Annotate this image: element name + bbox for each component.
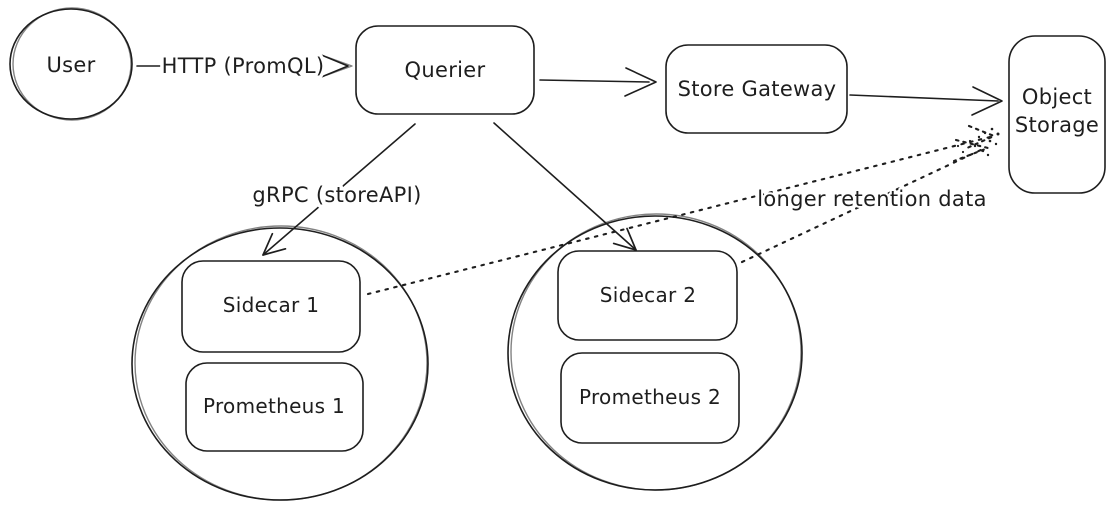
object-storage-box [1008,35,1106,194]
gateway-storage-arrowhead-icon [971,86,1003,116]
user-circle [9,8,133,120]
querier-gateway-arrowhead-icon [624,67,657,97]
querier-box [355,25,535,115]
dotted-arrowhead-scatter [956,127,1000,157]
prometheus2-label: Prometheus 2 [579,385,721,409]
object-storage-label-line1: Object [1022,85,1092,109]
http-edge-label: HTTP (PromQL) [162,54,325,78]
cluster1-group: Sidecar 1 Prometheus 1 [131,225,429,501]
sidecar1-storage-dotted-arrowhead-icon [965,124,997,150]
edge-querier-to-store-gateway [539,67,657,97]
querier-label: Querier [405,58,486,82]
edge-sidecar1-to-object-storage [366,124,997,296]
prometheus2-box [560,352,740,444]
edge-user-to-querier: HTTP (PromQL) [136,51,353,82]
store-gateway-box [665,44,848,134]
edge-querier-to-sidecar1 [262,123,416,256]
querier-node: Querier [355,25,535,115]
edge-querier-to-sidecar2 [493,122,637,251]
cluster2-circle-sketch-echo [510,213,802,491]
cluster2-group: Sidecar 2 Prometheus 2 [507,213,803,491]
user-circle-sketch-echo [12,7,132,121]
querier-gateway-line [539,79,650,83]
store-gateway-label: Store Gateway [678,77,837,101]
sidecar1-box [181,260,361,353]
sidecar2-box [557,250,738,341]
grpc-edge-label: gRPC (storeAPI) [252,183,421,207]
sidecar1-label: Sidecar 1 [223,293,320,317]
sidecar2-label: Sidecar 2 [600,283,697,307]
retention-edge-label: longer retention data [757,187,987,211]
user-node: User [9,7,133,121]
cluster1-circle-sketch-echo [134,225,428,501]
object-storage-node: Object Storage [1008,35,1106,194]
sidecar2-storage-dotted-line [740,146,987,264]
object-storage-label-line2: Storage [1015,113,1099,137]
http-arrowhead-echo-icon [326,56,353,76]
edge-sidecar2-to-object-storage [740,138,992,264]
prometheus1-label: Prometheus 1 [203,394,345,418]
gateway-storage-line [849,94,999,102]
store-gateway-node: Store Gateway [665,44,848,134]
edge-store-gateway-to-object-storage [849,86,1003,116]
querier-sidecar2-line [493,122,637,251]
sidecar2-storage-dotted-arrowhead-icon [952,138,992,163]
prometheus1-box [185,362,364,452]
user-label: User [46,53,95,77]
querier-sidecar1-line [262,123,416,256]
